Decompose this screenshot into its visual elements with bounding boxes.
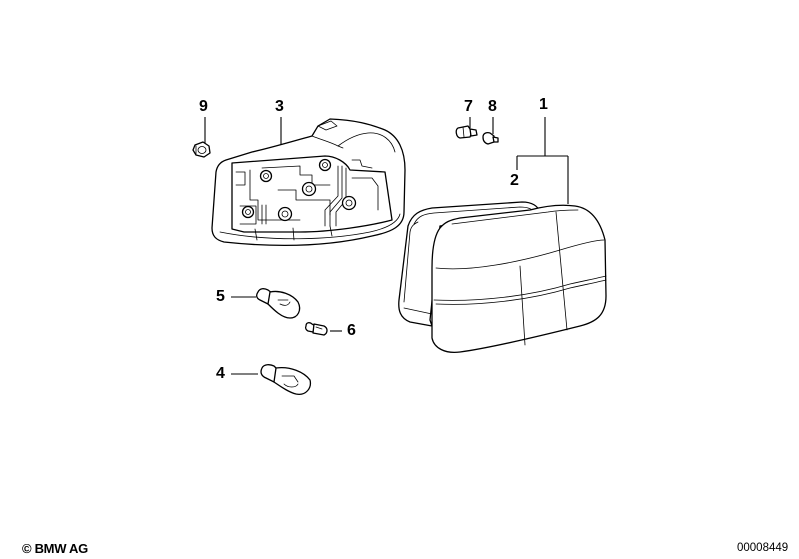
bulb-part-6[interactable]	[304, 322, 342, 336]
callout-6[interactable]: 6	[347, 322, 356, 339]
callout-3[interactable]: 3	[275, 98, 284, 115]
callout-8[interactable]: 8	[488, 98, 497, 115]
lamp-bracket-leader	[516, 117, 569, 204]
callout-1[interactable]: 1	[539, 96, 548, 113]
bulb-part-7[interactable]	[455, 117, 478, 139]
lamp-lens-part-1[interactable]	[431, 204, 607, 354]
callout-2[interactable]: 2	[510, 172, 519, 189]
bulb-part-5[interactable]	[231, 288, 301, 319]
copyright-notice: © BMW AG	[22, 541, 88, 556]
bulb-part-8[interactable]	[482, 117, 499, 145]
document-number: 00008449	[737, 542, 789, 554]
nut-part-9[interactable]	[192, 117, 211, 158]
callout-4[interactable]: 4	[216, 365, 225, 382]
callout-7[interactable]: 7	[464, 98, 473, 115]
callout-9[interactable]: 9	[199, 98, 208, 115]
bulb-part-4[interactable]	[231, 364, 312, 395]
callout-5[interactable]: 5	[216, 288, 225, 305]
bulb-holder-part-3[interactable]	[211, 117, 406, 247]
